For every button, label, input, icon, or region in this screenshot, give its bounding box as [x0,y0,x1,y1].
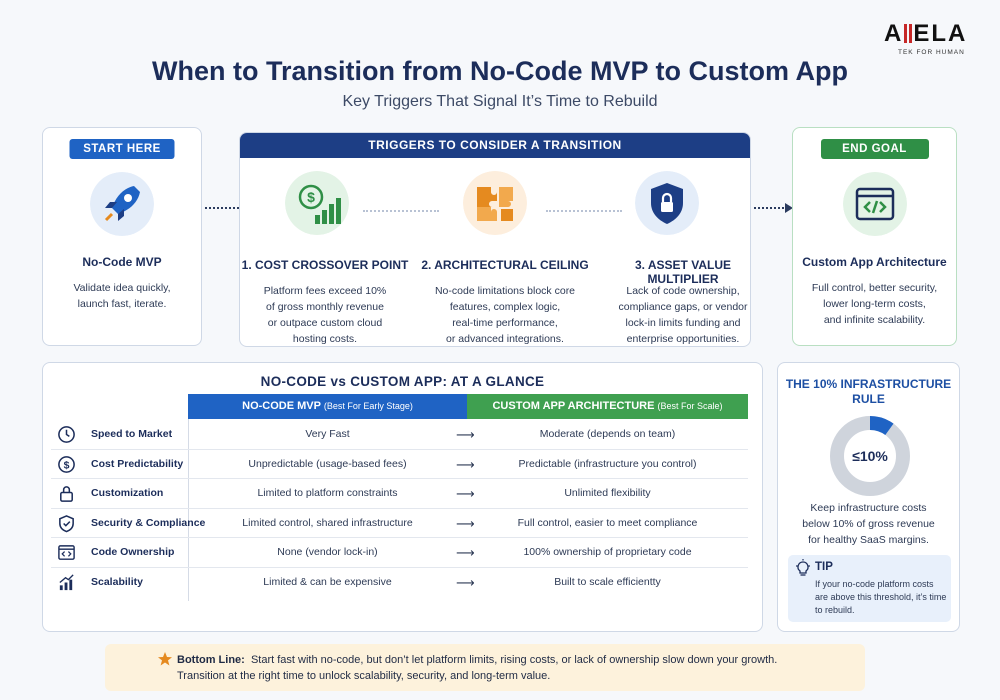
table-row: Code Ownership None (vendor lock-in) ⟶ 1… [51,538,748,568]
trigger-desc: No-code limitations block core features,… [434,285,576,345]
column-divider [188,419,189,601]
start-pill: START HERE [69,139,175,159]
end-pill: END GOAL [820,139,929,159]
row-arrow: ⟶ [456,515,475,531]
connector-end-arrow [785,203,793,213]
row-arrow: ⟶ [456,574,475,590]
tip-title: TIP [815,561,833,573]
lock-icon [60,486,73,502]
trigger-label: 3. ASSET VALUE MULTIPLIER [634,258,732,286]
lightbulb-icon [796,559,810,576]
start-label: No-Code MVP [82,255,162,269]
logo-tagline: TEK FOR HUMAN [898,49,965,56]
end-card: END GOAL Custom App Architecture Full co… [792,127,957,346]
table-row: Customization Limited to platform constr… [51,479,748,509]
dollar-growth-icon: $ [285,171,349,235]
donut-label: ≤10% [852,448,888,464]
trigger-desc: Platform fees exceed 10% of gross monthl… [263,285,387,345]
trigger-label: 2. ARCHITECTURAL CEILING [421,258,589,272]
trigger-desc: Lack of code ownership, compliance gaps,… [618,285,748,345]
dollar-circle-icon: $ [58,455,75,473]
end-desc: Full control, better security, lower lon… [811,282,938,326]
bottom-line-text: Bottom Line: Start fast with no-code, bu… [177,654,778,682]
code-window-icon [843,172,907,236]
puzzle-icon [463,171,527,235]
row-arrow: ⟶ [456,486,475,501]
connector-start [205,207,239,209]
tip-box: TIP If your no-code platform costs are a… [788,555,951,622]
tip-text: If your no-code platform costs are above… [815,579,947,615]
page-title: When to Transition from No-Code MVP to C… [152,56,848,86]
trigger-item-architecture: 2. ARCHITECTURAL CEILING No-code limitat… [410,158,589,346]
clock-icon [58,426,75,443]
growth-chart-icon [59,573,74,590]
donut-highlight-arc [869,416,894,436]
trigger-label: 1. COST CROSSOVER POINT [241,258,409,272]
table-row: Speed to Market Very Fast ⟶ Moderate (de… [51,420,748,450]
table-row: $ Cost Predictability Unpredictable (usa… [51,450,748,479]
rule-title: THE 10% INFRASTRUCTURE RULE [785,377,952,406]
row-arrow: ⟶ [456,456,475,472]
bottom-line-banner: Bottom Line: Start fast with no-code, bu… [105,644,865,691]
row-arrow: ⟶ [456,545,475,560]
svg-text:$: $ [307,189,315,205]
triggers-header: TRIGGERS TO CONSIDER A TRANSITION [240,133,750,158]
table-row: Security & Compliance Limited control, s… [51,509,748,538]
rocket-icon [90,172,154,236]
page-subtitle: Key Triggers That Signal It’s Time to Re… [342,93,658,110]
triggers-divider-2 [546,210,622,212]
trigger-item-cost: $ 1. COST CROSSOVER POINT Platform fees … [240,158,410,346]
triggers-divider-1 [363,210,439,212]
infrastructure-rule-card: THE 10% INFRASTRUCTURE RULE ≤10% Keep in… [777,362,960,632]
trigger-item-asset-value: 3. ASSET VALUE MULTIPLIER Lack of code o… [580,158,750,346]
comparison-title: NO-CODE vs CUSTOM APP: AT A GLANCE [260,374,545,389]
start-card: START HERE No-Code MVP Validate idea qui… [42,127,202,346]
rule-desc: Keep infrastructure costs below 10% of g… [802,502,935,546]
shield-lock-icon [635,171,699,235]
column-header-custom: CUSTOM APP ARCHITECTURE (Best For Scale) [467,394,748,419]
rule-donut-chart [830,416,910,496]
row-arrow: ⟶ [456,427,475,442]
svg-text:$: $ [64,460,70,471]
code-window-icon [58,545,75,560]
end-label: Custom App Architecture [802,255,947,269]
connector-end [754,207,784,209]
start-desc: Validate idea quickly, launch fast, iter… [73,282,171,310]
shield-check-icon [59,514,74,532]
triggers-card: TRIGGERS TO CONSIDER A TRANSITION $ 1. C… [239,132,751,347]
table-row: Scalability Limited & can be expensive ⟶… [51,568,748,598]
comparison-card: NO-CODE vs CUSTOM APP: AT A GLANCE NO-CO… [42,362,763,632]
column-header-nocode: NO-CODE MVP (Best For Early Stage) [188,394,467,419]
star-icon [158,652,172,666]
